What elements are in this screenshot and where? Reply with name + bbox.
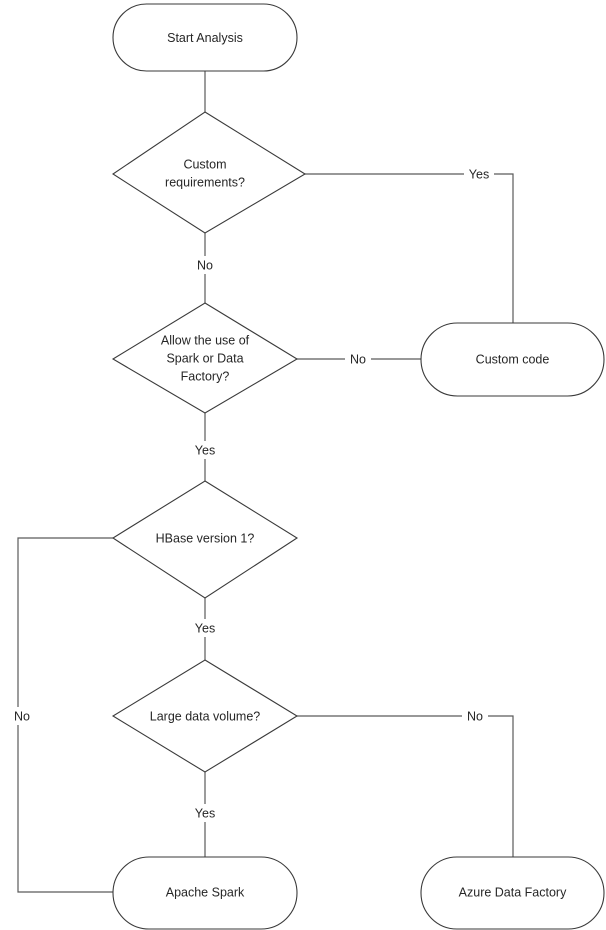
node-custom-requirements-label-line1: Custom <box>183 157 226 171</box>
node-allow-spark-adf-label-line1: Allow the use of <box>161 333 250 347</box>
node-allow-spark-adf-label-line2: Spark or Data <box>166 351 243 365</box>
node-hbase-version[interactable] <box>111 480 299 599</box>
edge-label-large-data-volume-no: No <box>467 709 483 723</box>
node-custom-requirements-label-line2: requirements? <box>165 175 245 189</box>
node-allow-spark-adf[interactable] <box>111 302 299 414</box>
node-start-analysis-label: Start Analysis <box>167 31 243 45</box>
edge-label-bg-large-data-volume-yes <box>190 804 220 822</box>
node-hbase-version-label: HBase version 1? <box>156 531 255 545</box>
node-allow-spark-adf-label-line3: Factory? <box>181 369 230 383</box>
node-large-data-volume-label: Large data volume? <box>150 709 261 723</box>
edge-label-bg-custom-requirements-yes <box>464 165 494 183</box>
edge-label-bg-large-data-volume-no <box>462 707 488 725</box>
edge-label-bg-allow-spark-adf-no <box>345 350 371 368</box>
edge-label-hbase-version-yes: Yes <box>195 621 215 635</box>
edge-label-hbase-version-no: No <box>14 709 30 723</box>
edge-label-bg-hbase-version-no <box>8 707 34 725</box>
edge-label-bg-allow-spark-adf-yes <box>190 441 220 459</box>
edge-custom-requirements-yes <box>305 173 514 323</box>
node-apache-spark[interactable] <box>112 856 298 930</box>
edge-large-data-volume-no <box>297 715 514 857</box>
node-custom-code-label: Custom code <box>476 352 550 366</box>
edge-label-custom-requirements-yes: Yes <box>469 167 489 181</box>
edge-label-bg-hbase-version-yes <box>190 619 220 637</box>
node-custom-requirements[interactable] <box>111 111 307 234</box>
edge-label-custom-requirements-no: No <box>197 258 213 272</box>
edge-label-allow-spark-adf-yes: Yes <box>195 443 215 457</box>
node-azure-data-factory[interactable] <box>420 856 605 930</box>
edge-label-allow-spark-adf-no: No <box>350 352 366 366</box>
node-apache-spark-label: Apache Spark <box>166 885 245 899</box>
edge-label-large-data-volume-yes: Yes <box>195 806 215 820</box>
node-start-analysis[interactable] <box>112 3 298 72</box>
edge-label-bg-custom-requirements-no <box>192 256 218 274</box>
node-azure-data-factory-label: Azure Data Factory <box>459 885 567 899</box>
node-custom-code[interactable] <box>420 322 605 397</box>
node-large-data-volume[interactable] <box>111 659 299 773</box>
